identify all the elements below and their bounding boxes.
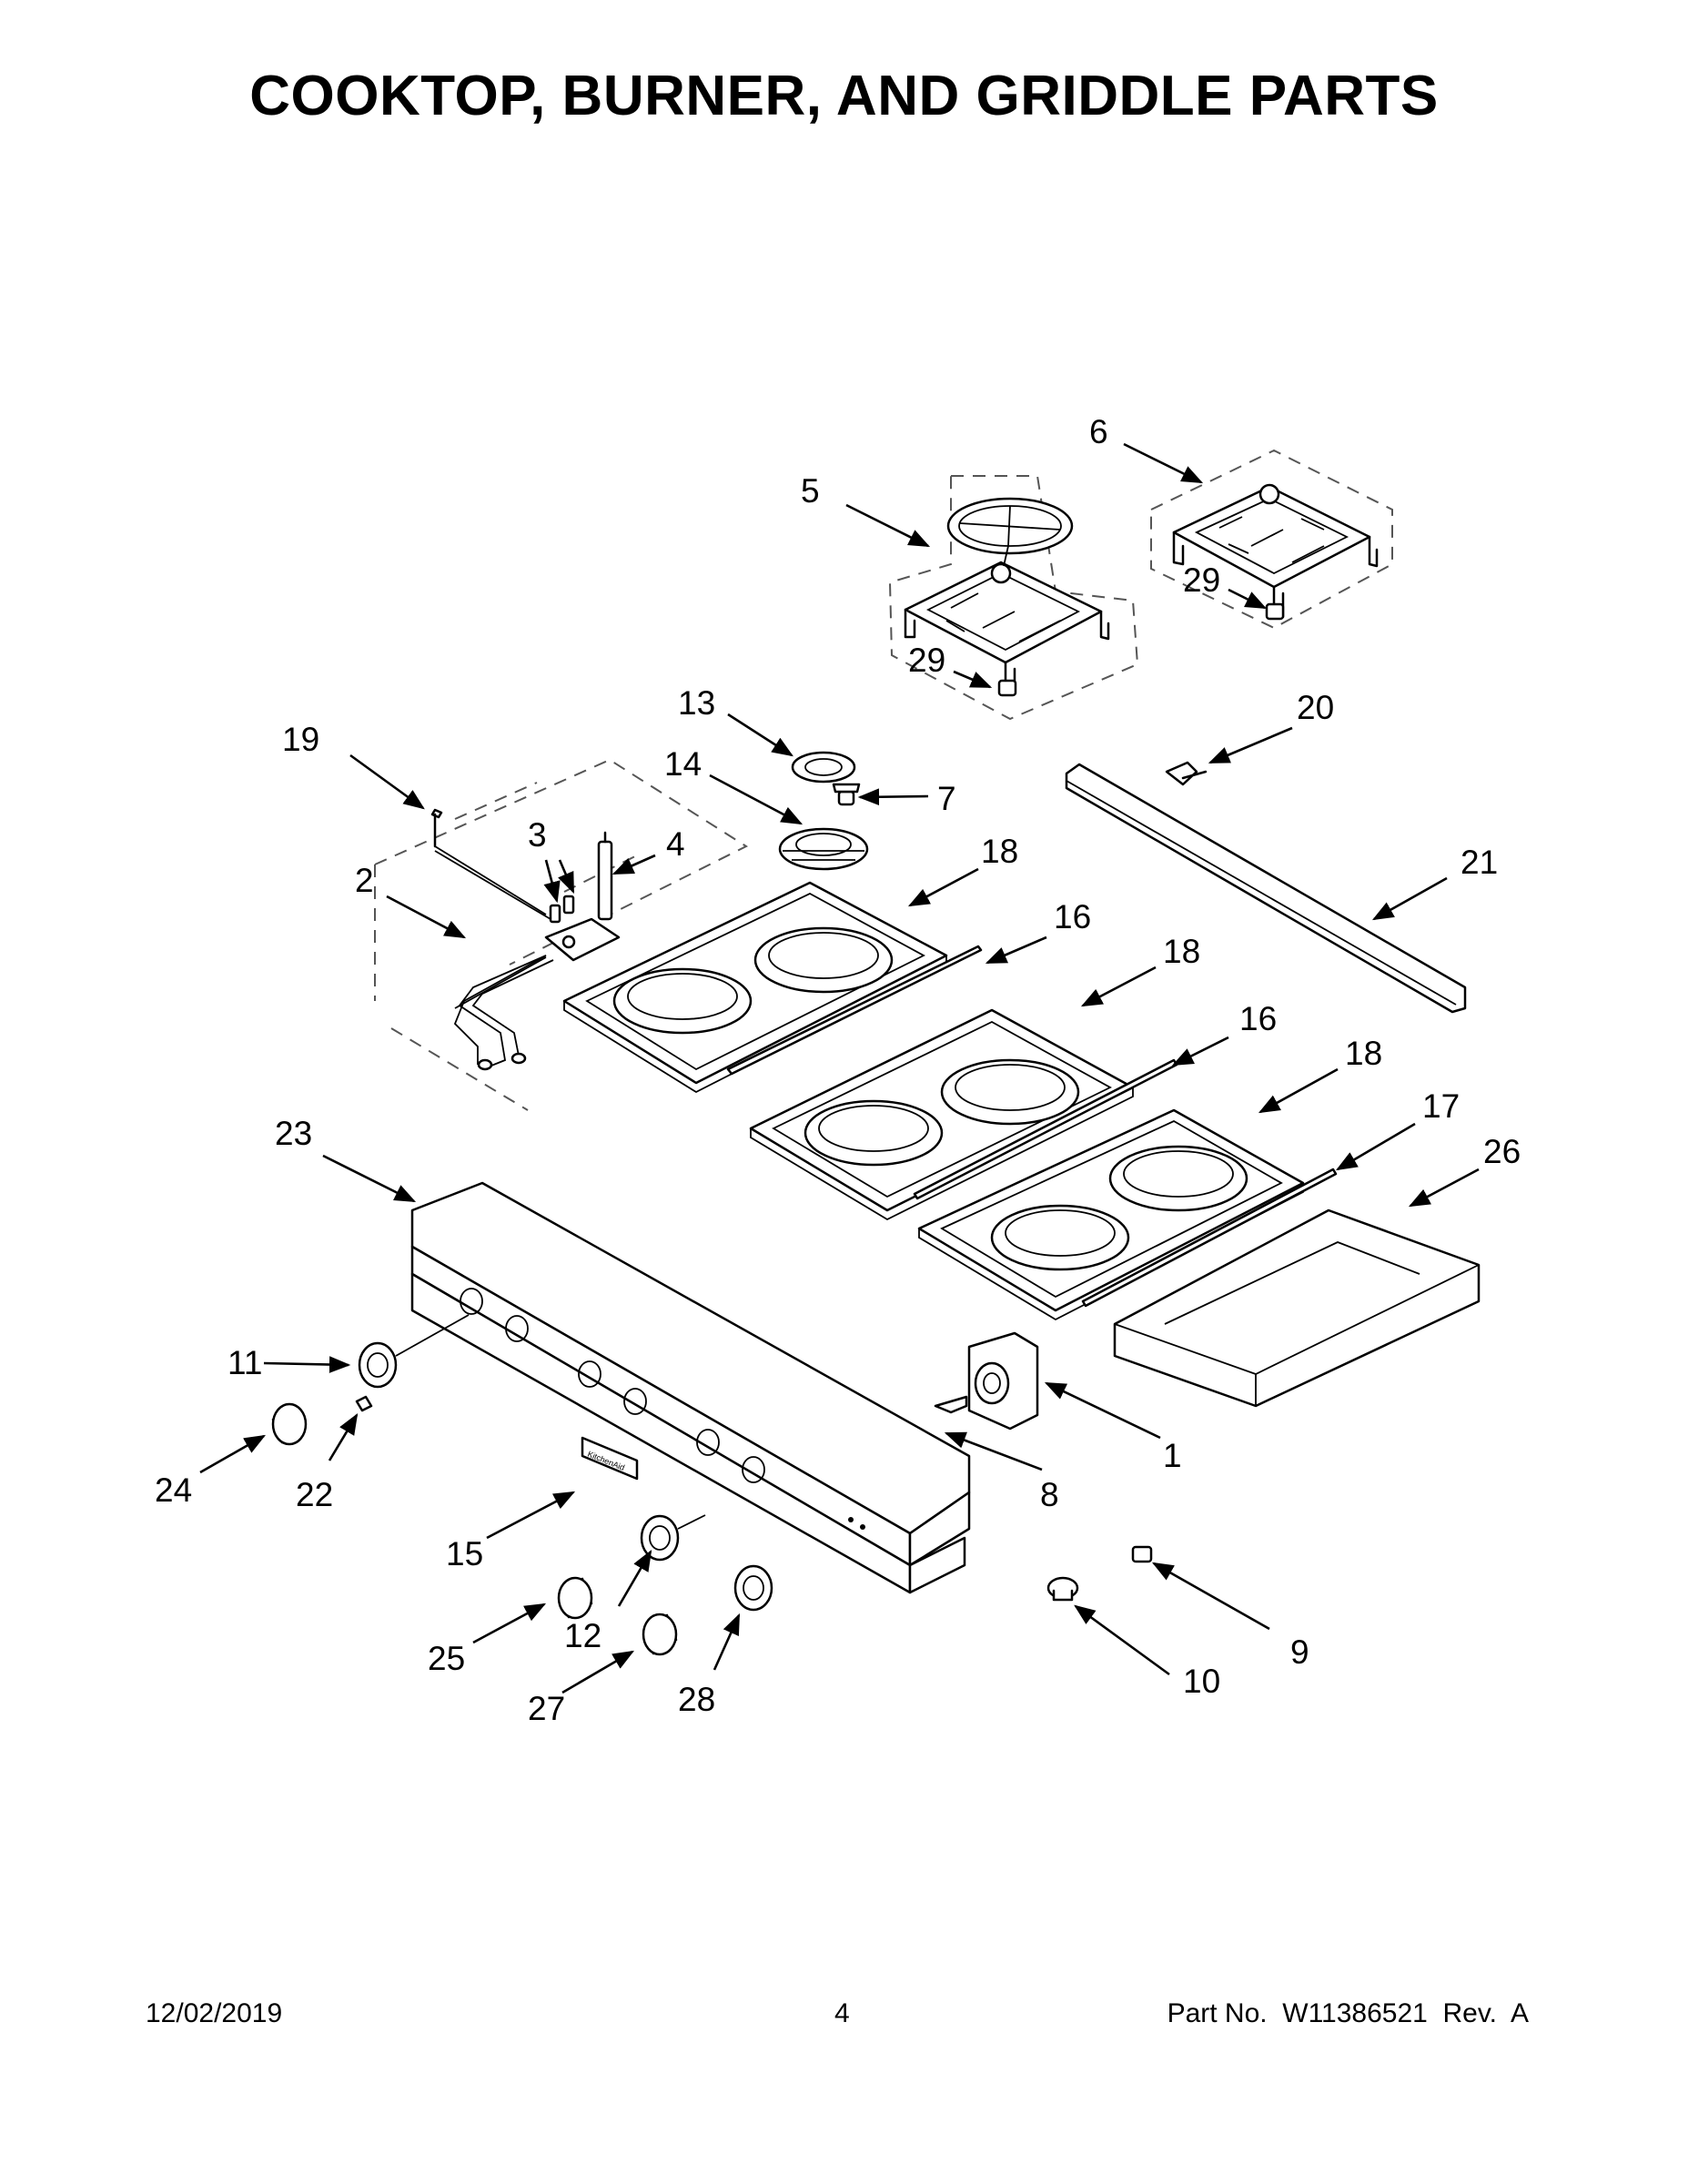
callout-21: 21 [1461,844,1498,881]
knob-bezels [358,1314,773,1612]
callout-11: 11 [227,1344,262,1381]
callout-8: 8 [1040,1476,1059,1513]
footer-part-number: Part No. W11386521 Rev. A [1167,1998,1529,2028]
rear-trim-rail [1065,761,1467,1014]
callout-7: 7 [937,780,956,817]
callout-4: 4 [666,825,685,863]
grate-6-assembly [1150,449,1393,630]
footer-date: 12/02/2019 [146,1998,283,2028]
burner-pan-right [917,1108,1305,1321]
callout-26: 26 [1483,1133,1521,1170]
callout-18-b: 18 [1163,933,1200,970]
callout-16-a: 16 [1054,898,1091,935]
callout-labels: 5 6 29 29 13 14 7 19 3 4 2 18 16 18 16 1… [155,413,1521,1727]
callout-12: 12 [564,1617,601,1654]
control-panel [410,1181,971,1594]
griddle-thermostat [934,1331,1153,1602]
callout-16-b: 16 [1239,1000,1277,1037]
callout-13: 13 [678,684,715,722]
page-title: COOKTOP, BURNER, AND GRIDDLE PARTS [249,65,1439,127]
callout-18-a: 18 [981,833,1018,870]
griddle [1113,1208,1481,1408]
callout-22: 22 [296,1476,333,1513]
callout-24: 24 [155,1471,192,1509]
callout-28: 28 [678,1681,715,1718]
callout-5: 5 [801,472,820,510]
callout-18-c: 18 [1345,1035,1382,1072]
callout-15: 15 [446,1535,483,1572]
callout-29-a: 29 [908,642,945,679]
callout-19: 19 [282,721,319,758]
callout-25: 25 [428,1640,465,1677]
callout-10: 10 [1183,1663,1220,1700]
callout-9: 9 [1290,1633,1309,1671]
callout-6: 6 [1089,413,1108,450]
callout-1: 1 [1163,1437,1182,1474]
burner-parts [778,751,869,871]
footer-page-number: 4 [834,1998,850,2028]
leader-lines [199,442,1480,1694]
callout-27: 27 [528,1690,565,1727]
callout-29-b: 29 [1183,561,1220,599]
callout-23: 23 [275,1115,312,1152]
igniter-assembly [374,758,749,1111]
callout-2: 2 [355,862,374,899]
grate-5-assembly [888,475,1139,721]
brand-badge: KitchenAid [581,1436,639,1481]
callout-14: 14 [664,745,702,783]
callout-17: 17 [1422,1087,1460,1125]
burner-pan-left [562,881,948,1094]
knobs [271,1395,678,1656]
callout-3: 3 [528,816,547,854]
callout-20: 20 [1297,689,1334,726]
